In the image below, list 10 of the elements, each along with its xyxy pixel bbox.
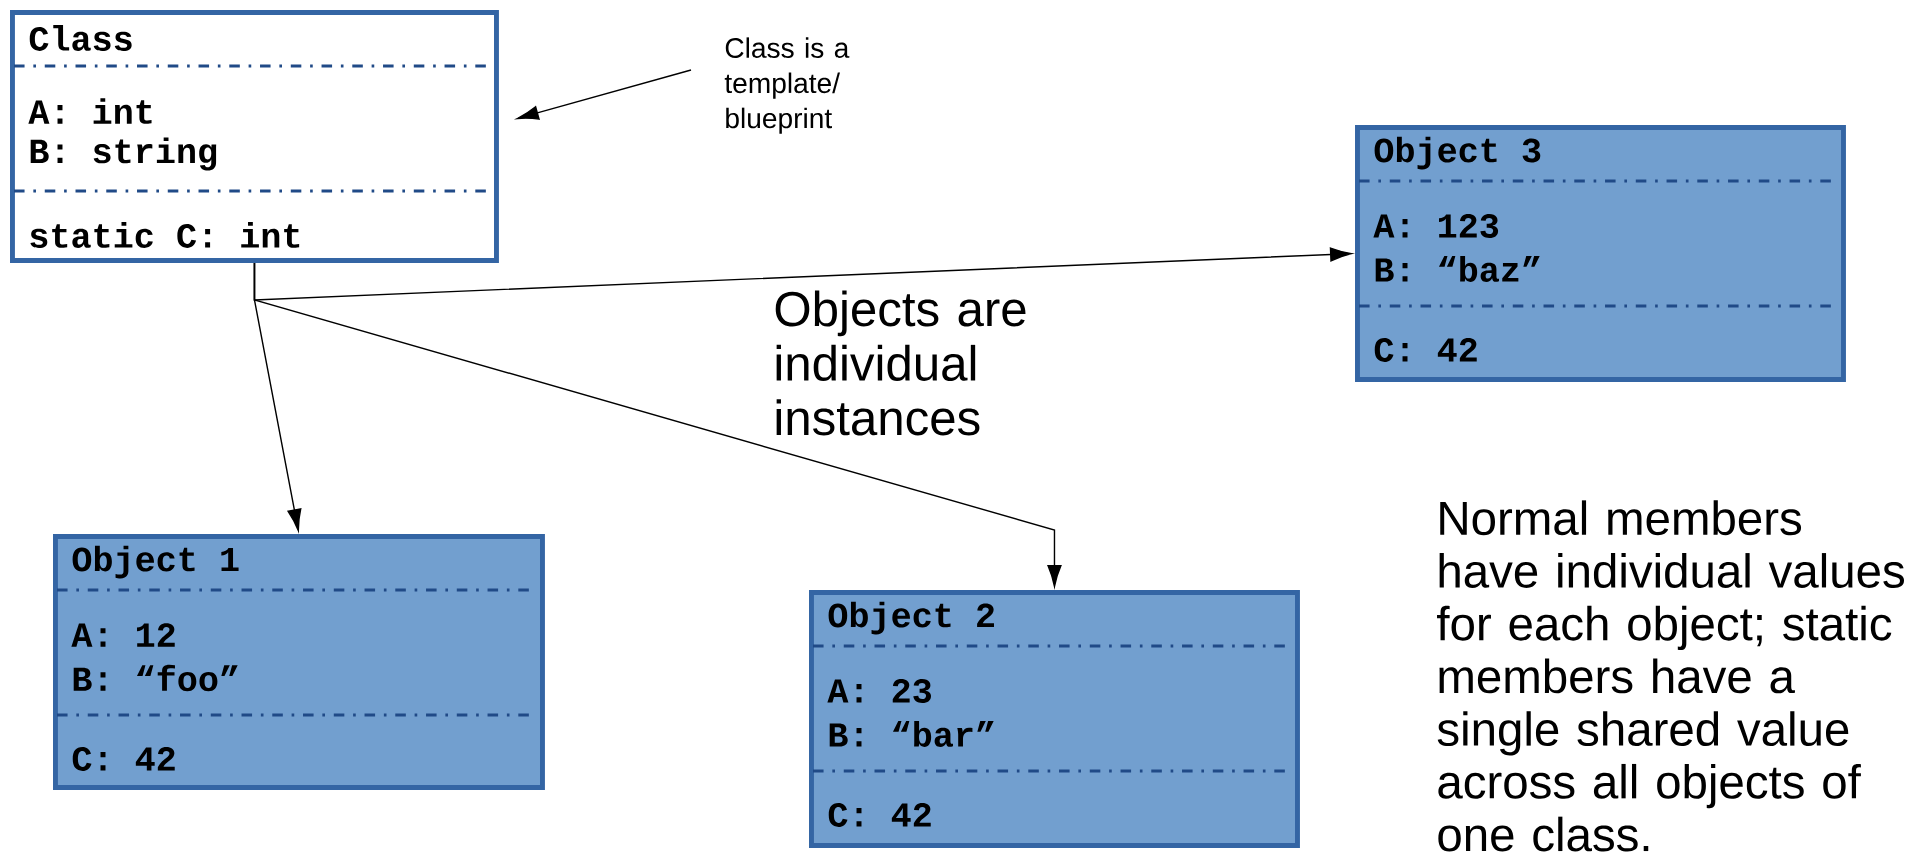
object-box: Object 3 A: 123 B: “baz” C: 42 [1355,125,1846,382]
class-box: Class A: int B: string static C: int [10,10,499,263]
arrow [253,247,1353,301]
arrow [253,262,1062,588]
arrow [516,69,692,120]
object-box: Object 1 A: 12 B: “foo” C: 42 [53,534,545,790]
object-box: Object 2 A: 23 B: “bar” C: 42 [809,590,1300,848]
annotation-text: Normal members have individual values for each object; static members have a single shared value across all objects of one class. [1437,500,1904,852]
annotation-text: Objects are individual instances [775,290,1026,436]
note-text: Class is a template/ blueprint [724,37,850,134]
